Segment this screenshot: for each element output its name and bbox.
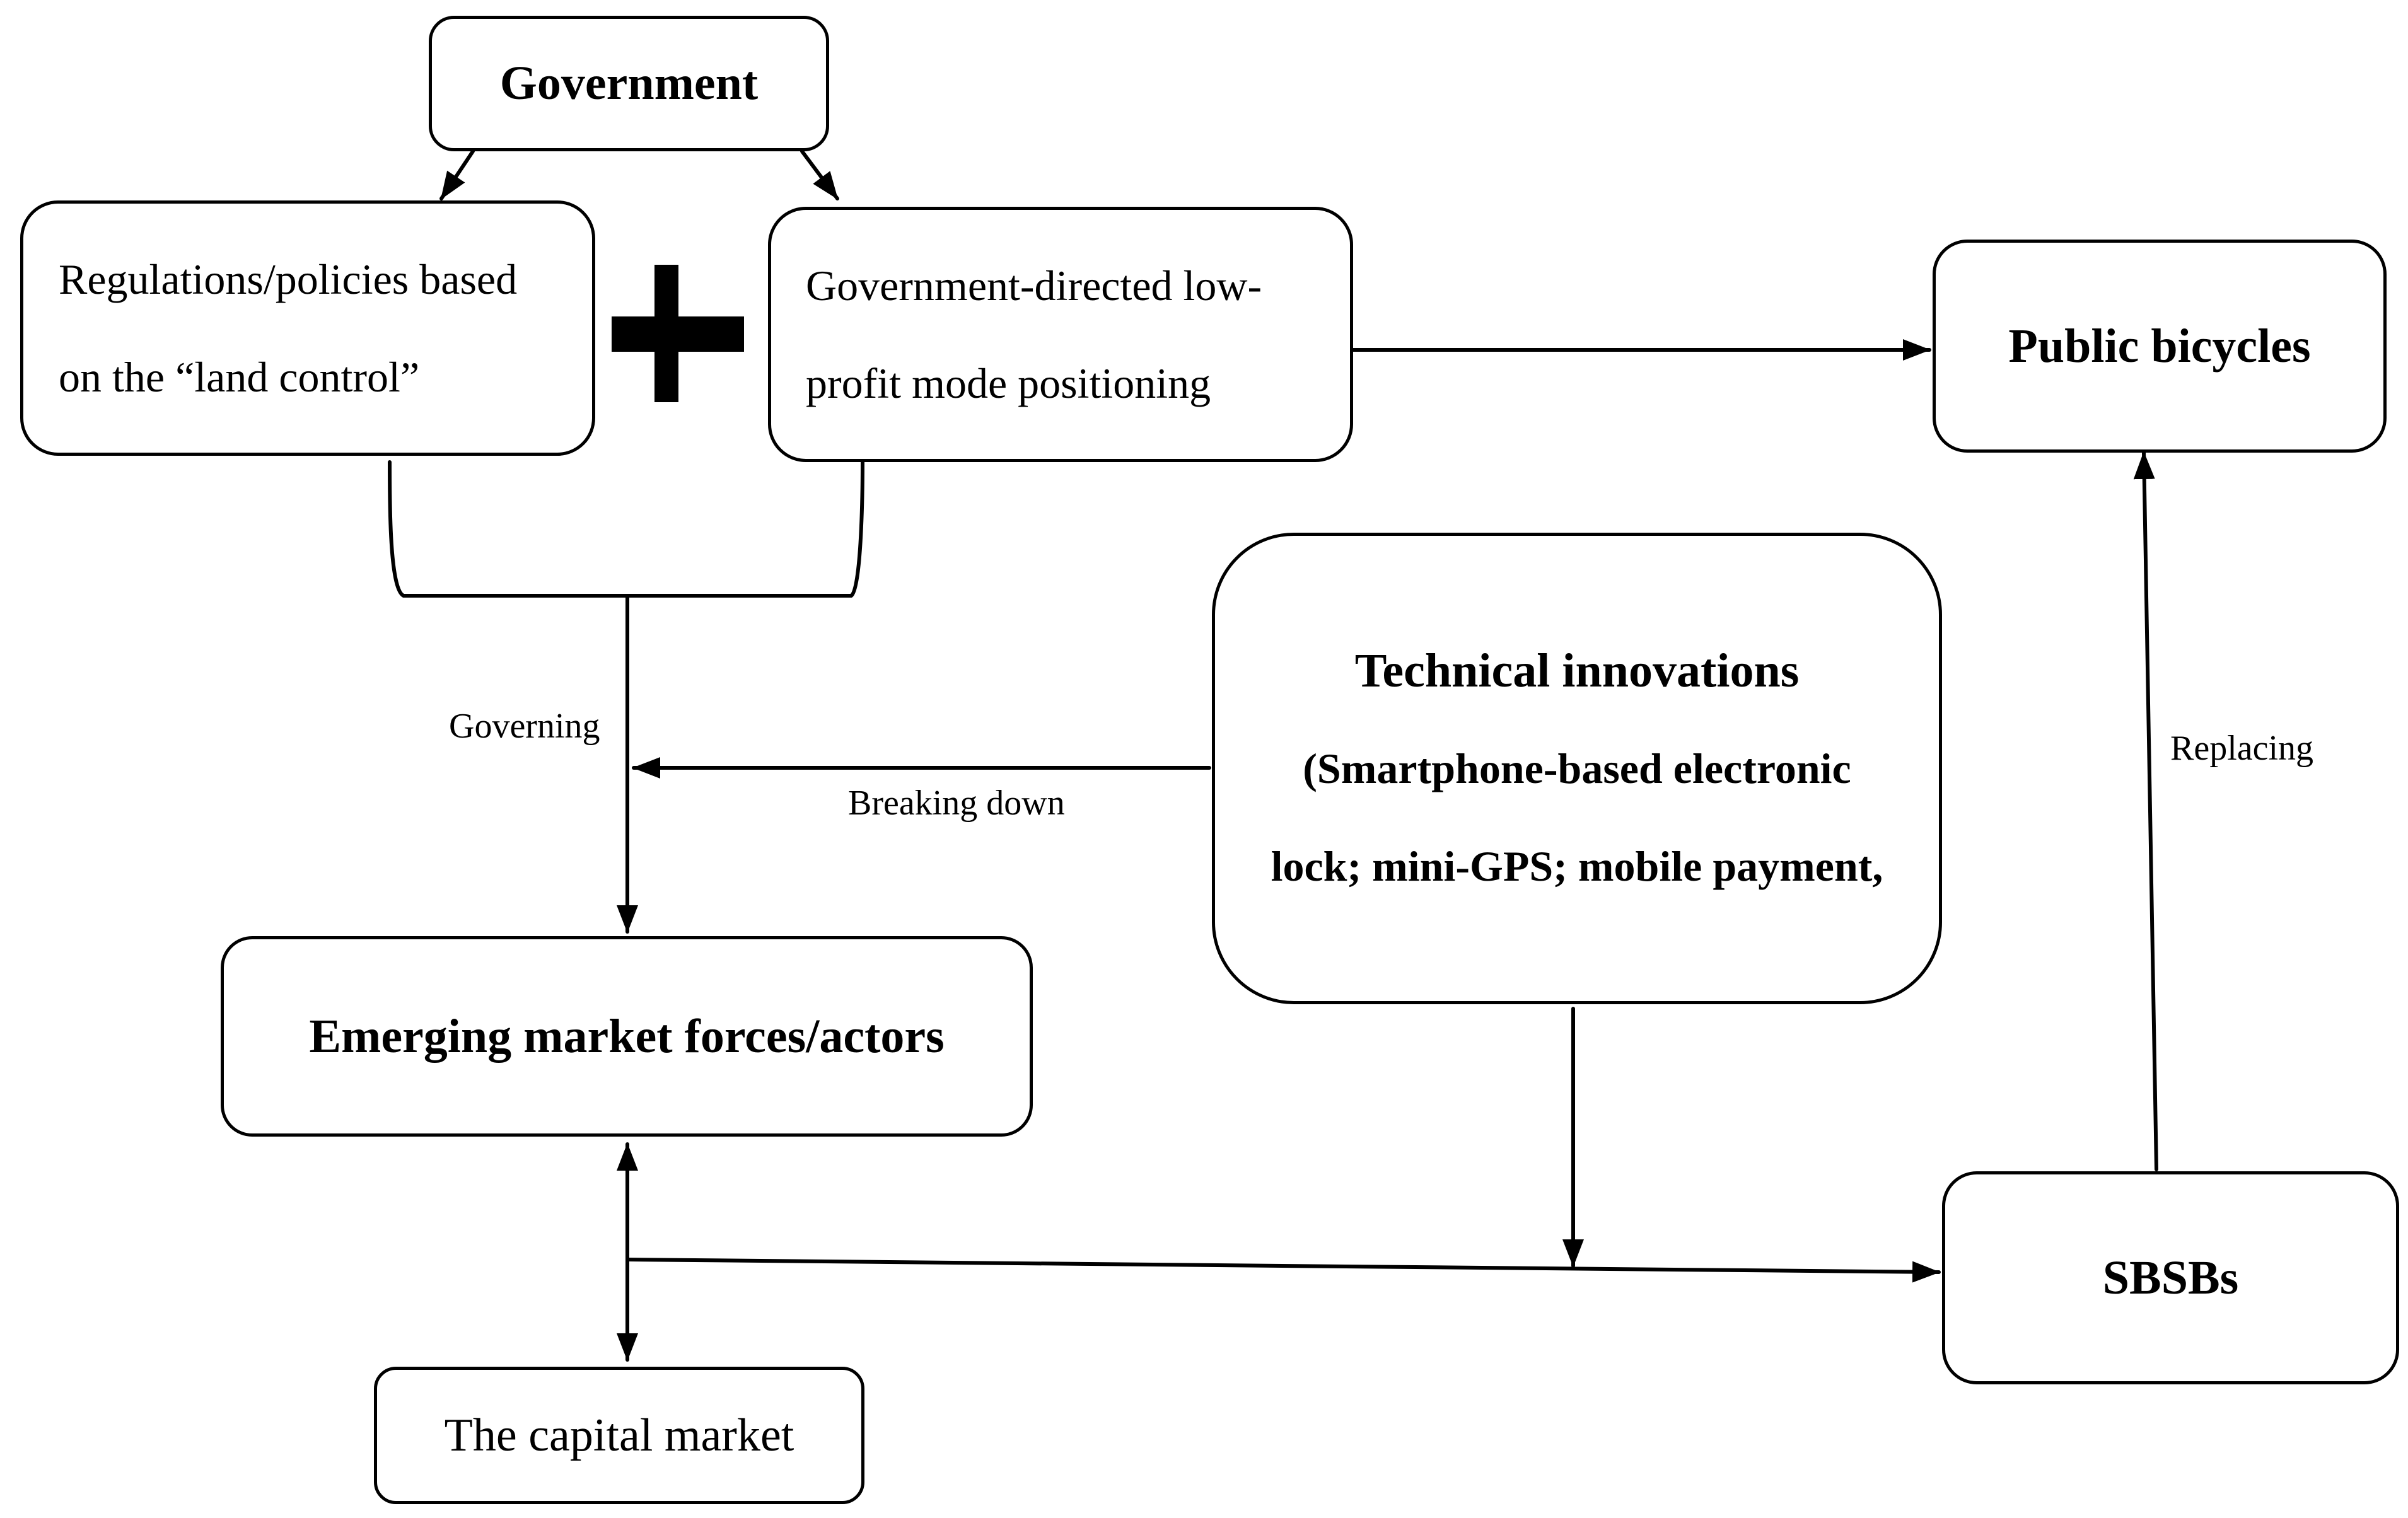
edge-label-replacing: Replacing [2170,729,2314,768]
node-technical-line-3: lock; mini-GPS; mobile payment, [1271,842,1883,890]
node-regulations-line-1: Regulations/policies based [59,255,518,303]
node-emerging-market: Emerging market forces/actors [221,936,1033,1137]
node-low-profit-line-1: Government-directed low- [806,261,1262,310]
node-capital-market: The capital market [374,1367,864,1504]
edge-label-governing: Governing [449,707,600,746]
node-public-bicycles-label: Public bicycles [2008,319,2311,373]
arrow-government-to-regulations [439,149,475,200]
plus-icon [612,265,744,402]
node-regulations: Regulations/policies based on the “land … [20,200,595,456]
node-emerging-market-label: Emerging market forces/actors [309,1009,945,1063]
node-regulations-line-2: on the “land control” [59,352,420,401]
node-sbsbs-label: SBSBs [2102,1251,2239,1304]
node-technical-innovations: Technical innovations (Smartphone-based … [1212,533,1942,1004]
arrow-replacing [2133,451,2158,1171]
node-capital-market-label: The capital market [444,1409,794,1461]
node-low-profit-line-2: profit mode positioning [806,359,1211,407]
node-public-bicycles: Public bicycles [1933,240,2387,453]
node-government-label: Government [499,57,759,110]
edge-label-breaking-down: Breaking down [848,784,1065,823]
arrow-government-to-low-profit [800,149,839,200]
node-technical-line-1: Technical innovations [1354,644,1800,697]
arrow-to-sbsbs [625,1258,1941,1283]
node-government: Government [429,16,829,151]
node-low-profit: Government-directed low- profit mode pos… [768,207,1353,462]
node-sbsbs: SBSBs [1942,1171,2399,1384]
node-technical-line-2: (Smartphone-based electronic [1303,744,1851,792]
bracket-combined-policies [388,460,864,598]
